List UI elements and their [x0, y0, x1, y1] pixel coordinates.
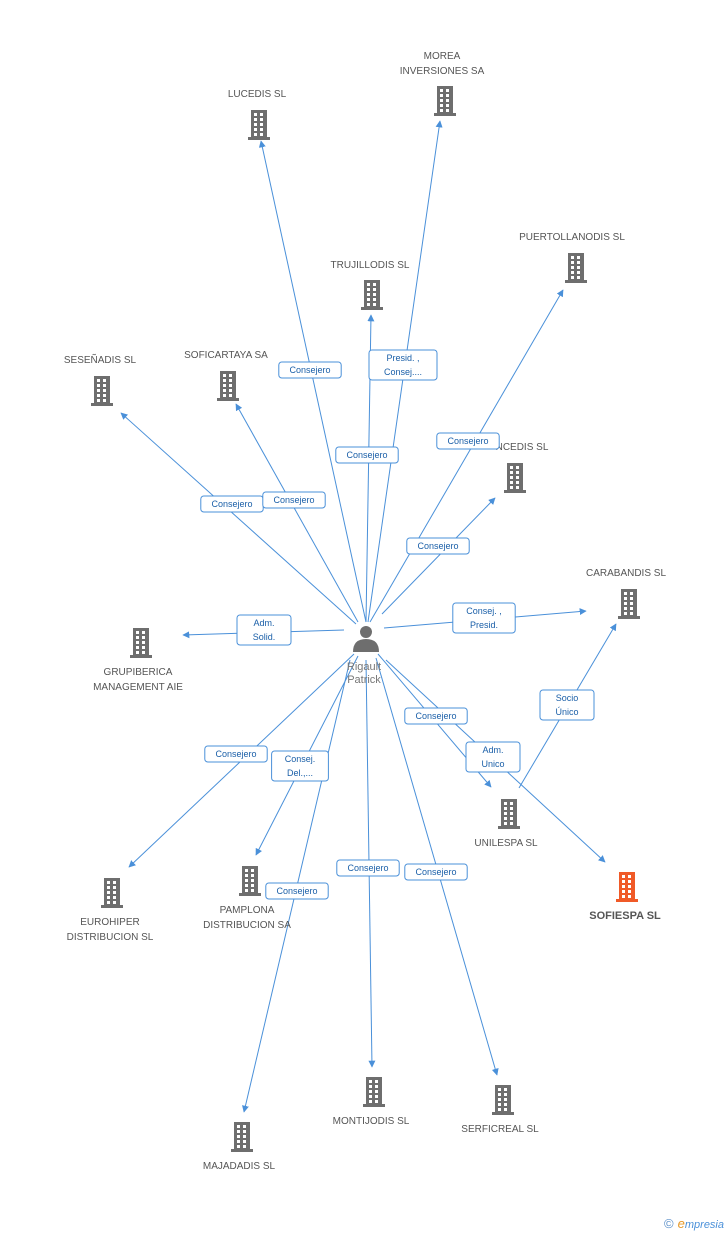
person-name-label[interactable]: Rigault — [347, 661, 381, 673]
copyright-symbol: © — [664, 1216, 674, 1231]
edge-label-text: Unico — [481, 759, 504, 769]
edge-label-text: Socio — [556, 693, 579, 703]
edge-label-carabandis[interactable]: Consej. , Presid. — [452, 602, 516, 634]
company-label-morea[interactable]: MOREA — [424, 51, 461, 62]
edge-label-text: Presid. , — [386, 353, 419, 363]
building-icon-unilespa[interactable] — [498, 799, 520, 829]
building-icon-majadadis[interactable] — [231, 1122, 253, 1152]
edge-lucedis — [258, 140, 367, 623]
edge-label-unilespa[interactable]: Adm. Unico — [465, 741, 521, 773]
company-label-pamplona[interactable]: PAMPLONA — [220, 905, 275, 916]
company-label-grupiberica[interactable]: GRUPIBERICA — [104, 667, 173, 678]
company-label-pamplona[interactable]: DISTRIBUCION SA — [203, 920, 291, 931]
building-icon-trujillodis[interactable] — [361, 280, 383, 310]
building-icon-lucedis[interactable] — [248, 110, 270, 140]
edge-label-morea[interactable]: Presid. , Consej.... — [368, 349, 438, 381]
company-label-serficreal[interactable]: SERFICREAL SL — [461, 1124, 539, 1135]
edge-label-puertollanodis[interactable]: Consejero — [436, 432, 500, 450]
edge-label-pamplona[interactable]: Consej. Del.,... — [271, 750, 329, 782]
building-icon-ncedis[interactable] — [504, 463, 526, 493]
edge-label-lucedis[interactable]: Consejero — [278, 361, 342, 379]
edge-label-montijodis[interactable]: Consejero — [336, 859, 400, 877]
edge-label-serficreal[interactable]: Consejero — [404, 863, 468, 881]
building-icon-soficartaya[interactable] — [217, 371, 239, 401]
person-name-label[interactable]: Patrick — [347, 674, 381, 686]
company-label-grupiberica[interactable]: MANAGEMENT AIE — [93, 682, 183, 693]
edge-label-text: Único — [555, 707, 578, 717]
company-label-eurohiper[interactable]: EUROHIPER — [80, 917, 139, 928]
edge-label-soficartaya[interactable]: Consejero — [262, 491, 326, 509]
edge-label-text: Consejero — [276, 886, 317, 896]
logo-initial: e — [677, 1216, 685, 1231]
edge-label-text: Consejero — [215, 749, 256, 759]
company-label-ncedis[interactable]: NCEDIS SL — [496, 442, 549, 453]
edge-label-eurohiper[interactable]: Consejero — [204, 745, 268, 763]
edge-soficartaya — [235, 403, 359, 623]
edge-label-senadis[interactable]: Consejero — [200, 495, 264, 513]
building-icon-serficreal[interactable] — [492, 1085, 514, 1115]
person-icon[interactable] — [353, 626, 379, 652]
building-icon-carabandis[interactable] — [618, 589, 640, 619]
company-label-eurohiper[interactable]: DISTRIBUCION SL — [67, 932, 154, 943]
building-icon-grupiberica[interactable] — [130, 628, 152, 658]
company-label-montijodis[interactable]: MONTIJODIS SL — [333, 1116, 410, 1127]
logo-text: mpresia — [684, 1219, 724, 1231]
edge-label-trujillodis[interactable]: Consejero — [335, 446, 399, 464]
edge-label-text: Consejero — [289, 365, 330, 375]
edge-label-text: Adm. — [253, 618, 274, 628]
company-label-soficartaya[interactable]: SOFICARTAYA SA — [184, 350, 268, 361]
edge-puertollanodis — [369, 289, 564, 623]
edge-label-text: Del.,... — [287, 768, 313, 778]
building-icon-senadis[interactable] — [91, 376, 113, 406]
edge-label-text: Consej. , — [466, 606, 502, 616]
building-icon-eurohiper[interactable] — [101, 878, 123, 908]
company-label-trujillodis[interactable]: TRUJILLODIS SL — [331, 260, 410, 271]
edge-label-text: Consejero — [415, 711, 456, 721]
edge-label-text: Consejero — [211, 499, 252, 509]
edge-label-text: Consejero — [415, 867, 456, 877]
edge-label-text: Consejero — [417, 541, 458, 551]
edge-senadis — [120, 412, 357, 625]
edge-label-text: Presid. — [470, 620, 498, 630]
edge-label-grupiberica[interactable]: Adm. Solid. — [236, 614, 292, 646]
building-icon-pamplona[interactable] — [239, 866, 261, 896]
company-label-unilespa[interactable]: UNILESPA SL — [474, 838, 538, 849]
edge-label-text: Solid. — [253, 632, 276, 642]
nodes-layer: LUCEDIS SL MOREA INVERSIONES SA TRUJILLODIS… — [64, 51, 667, 1172]
building-icon-sofiespa[interactable] — [616, 872, 638, 902]
edge-label-text: Consej.... — [384, 367, 422, 377]
edge-label-majadadis[interactable]: Consejero — [265, 882, 329, 900]
edge-label-sofiespa[interactable]: Consejero — [404, 707, 468, 725]
company-label-majadadis[interactable]: MAJADADIS SL — [203, 1161, 276, 1172]
company-label-puertollanodis[interactable]: PUERTOLLANODIS SL — [519, 232, 625, 243]
edge-label-text: Consejero — [447, 436, 488, 446]
edge-ncedis — [381, 497, 496, 615]
edge-label-text: Adm. — [482, 745, 503, 755]
edge-label-ncedis[interactable]: Consejero — [406, 537, 470, 555]
company-label-lucedis[interactable]: LUCEDIS SL — [228, 89, 287, 100]
edge-label-text: Consej. — [285, 754, 316, 764]
empresia-logo[interactable]: ©empresia — [664, 1216, 724, 1231]
building-icon-montijodis[interactable] — [363, 1077, 385, 1107]
building-icon-morea[interactable] — [434, 86, 456, 116]
company-label-carabandis[interactable]: CARABANDIS SL — [586, 568, 666, 579]
edge-label-text: Consejero — [346, 450, 387, 460]
company-label-senadis[interactable]: SESEÑADIS SL — [64, 353, 137, 366]
edge-label-text: Consejero — [347, 863, 388, 873]
edge-label-text: Consejero — [273, 495, 314, 505]
company-label-sofiespa[interactable]: SOFIESPA SL — [589, 910, 661, 922]
building-icon-puertollanodis[interactable] — [565, 253, 587, 283]
company-label-morea[interactable]: INVERSIONES SA — [400, 66, 485, 77]
